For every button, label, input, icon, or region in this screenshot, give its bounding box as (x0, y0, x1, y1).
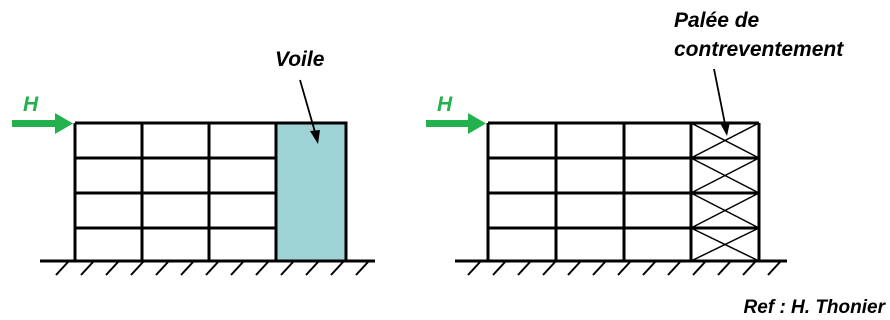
ground-hatching (467, 261, 781, 276)
ground-hatching (55, 261, 369, 276)
shear-wall (274, 121, 348, 263)
left-frame-with-shear-wall: H Voile (12, 48, 375, 276)
shear-wall-pointer-arrow (299, 79, 320, 144)
reference-credit: Ref : H. Thonier (744, 297, 887, 318)
shear-wall-label: Voile (275, 48, 325, 71)
bracing-label-line1: Palée de (674, 9, 760, 32)
horizontal-force-arrow (426, 113, 486, 134)
bracing-label-line2: contreventement (674, 38, 844, 61)
right-frame-with-bracing: H Palée de contreventement (426, 9, 844, 276)
force-label: H (437, 93, 453, 116)
bracing-pointer-arrow (713, 68, 730, 136)
force-label: H (23, 93, 39, 116)
horizontal-force-arrow (12, 113, 73, 134)
cross-bracing (690, 122, 760, 262)
